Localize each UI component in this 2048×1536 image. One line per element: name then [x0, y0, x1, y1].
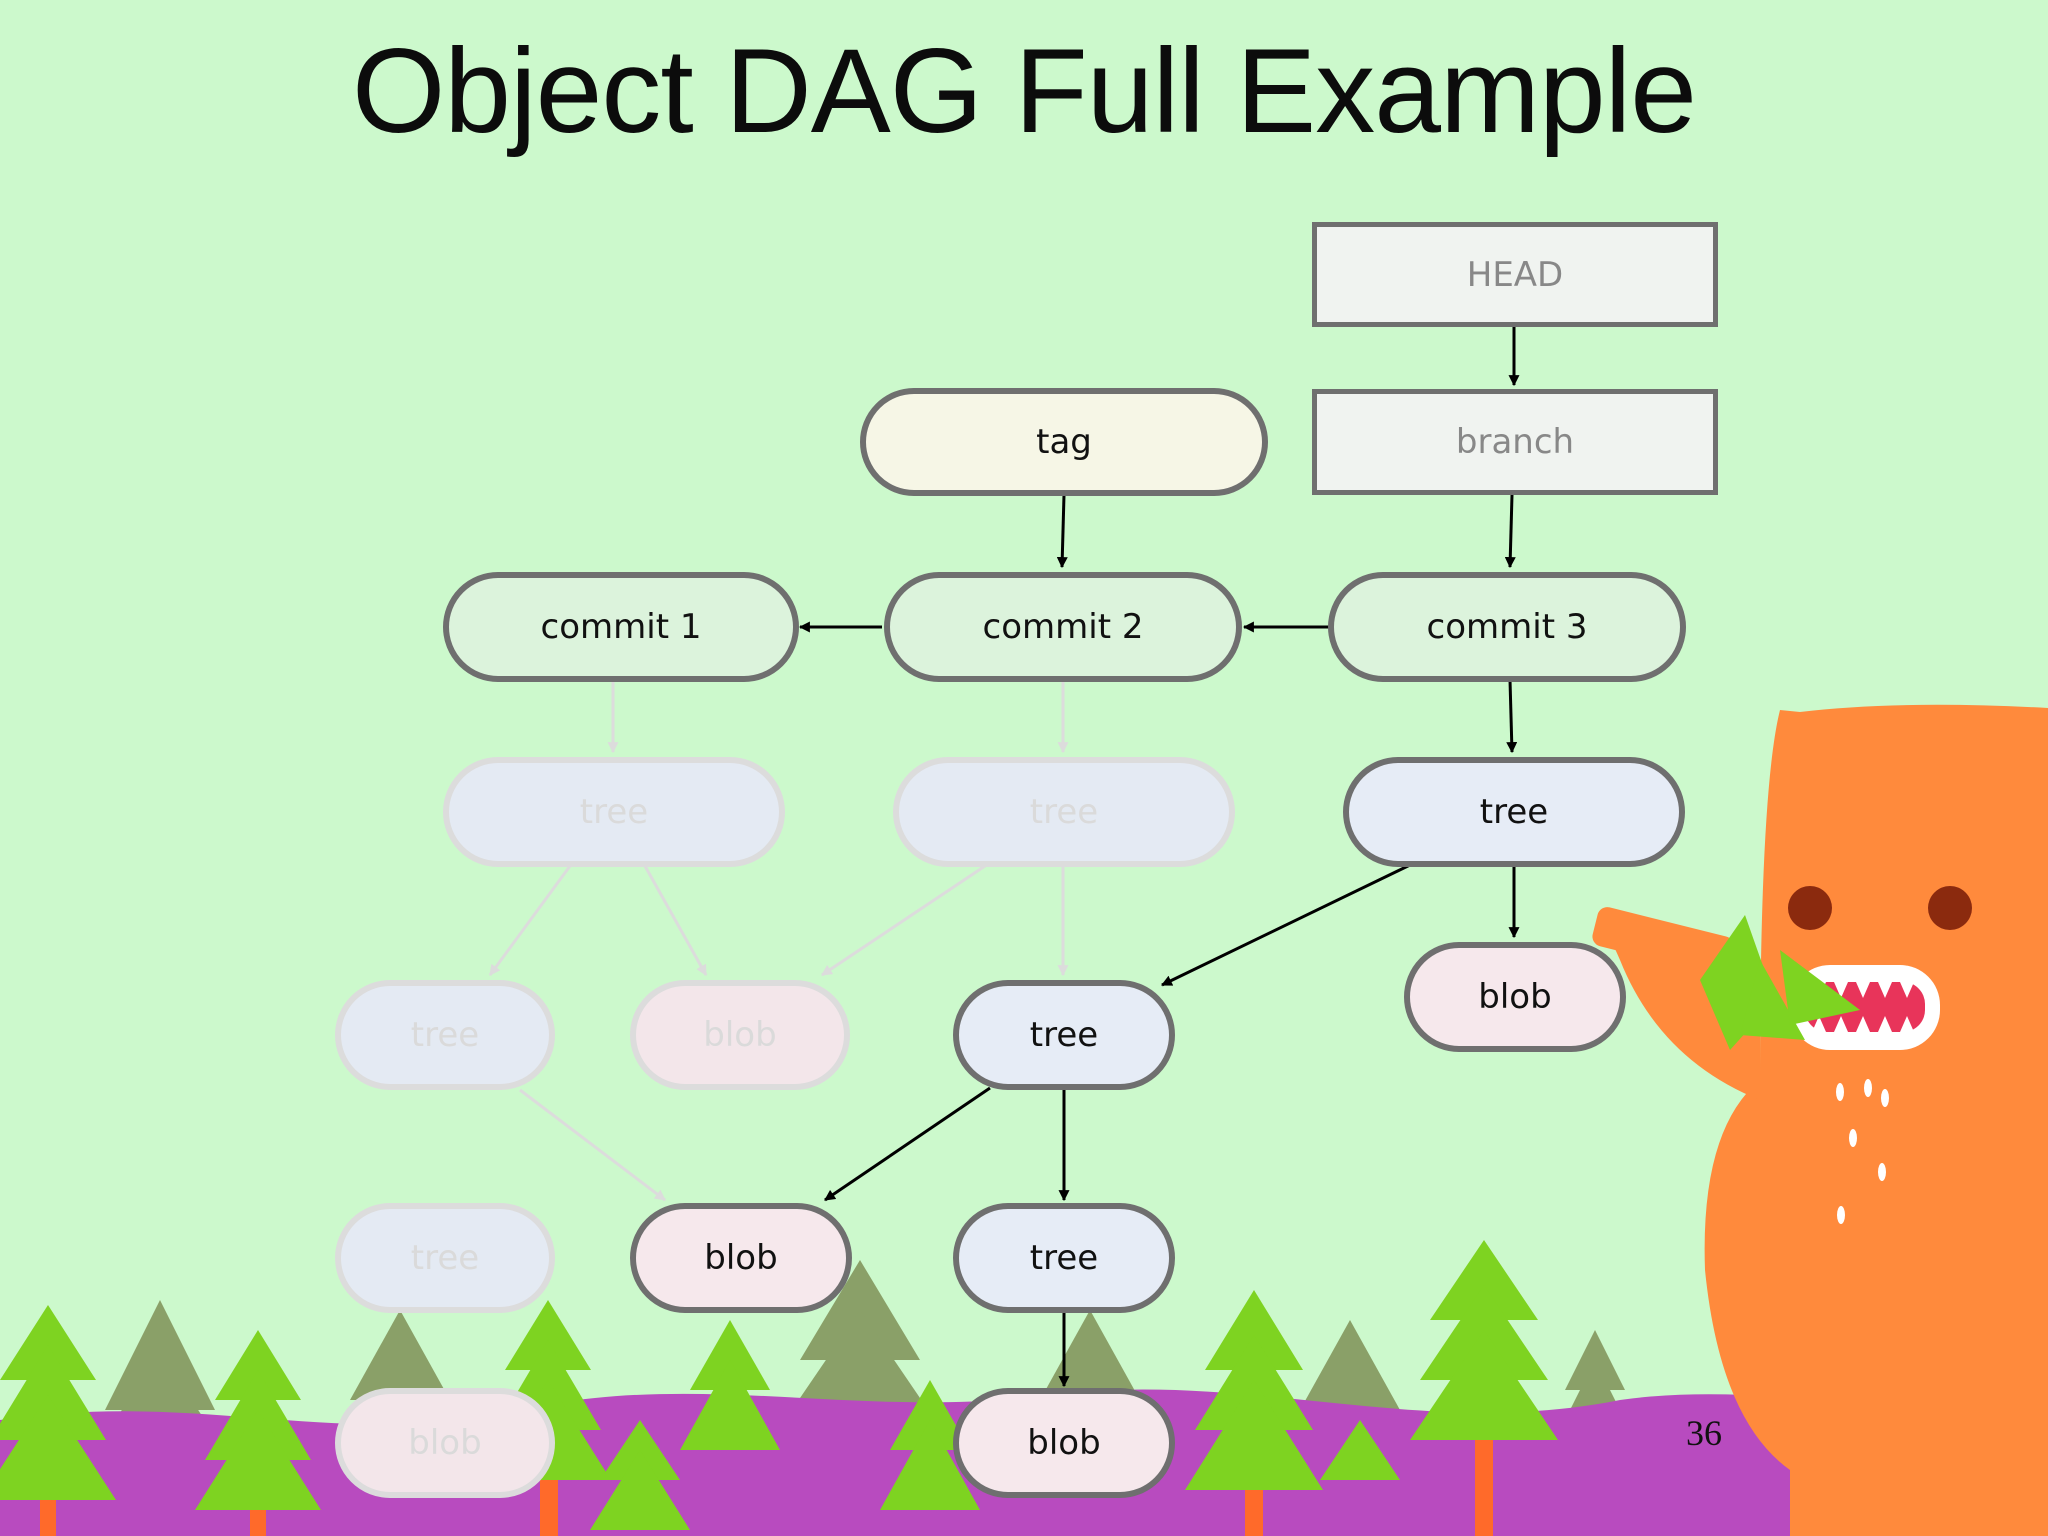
tree-node[interactable]: tree [953, 980, 1175, 1090]
tree-node[interactable]: tree [953, 1203, 1175, 1313]
faded-blob-node[interactable]: blob [335, 1388, 555, 1498]
faded-edges [488, 680, 1069, 1202]
commit-3-node[interactable]: commit 3 [1328, 572, 1686, 682]
active-edges [798, 325, 1520, 1388]
tree-node[interactable]: tree [1343, 757, 1685, 867]
blob-node[interactable]: blob [630, 1203, 852, 1313]
branch-ref[interactable]: branch [1312, 389, 1718, 495]
commit-2-node[interactable]: commit 2 [884, 572, 1242, 682]
head-ref[interactable]: HEAD [1312, 222, 1718, 327]
faded-tree-node[interactable]: tree [893, 757, 1235, 867]
faded-blob-node[interactable]: blob [630, 980, 850, 1090]
tag-node[interactable]: tag [860, 388, 1268, 496]
faded-tree-node[interactable]: tree [335, 980, 555, 1090]
slide-title: Object DAG Full Example [351, 24, 1697, 158]
blob-node[interactable]: blob [953, 1388, 1175, 1498]
faded-tree-node[interactable]: tree [335, 1203, 555, 1313]
monster-icon [1592, 704, 2048, 1536]
blob-node[interactable]: blob [1404, 942, 1626, 1052]
commit-1-node[interactable]: commit 1 [443, 572, 799, 682]
faded-tree-node[interactable]: tree [443, 757, 785, 867]
page-number: 36 [1686, 1413, 1722, 1453]
